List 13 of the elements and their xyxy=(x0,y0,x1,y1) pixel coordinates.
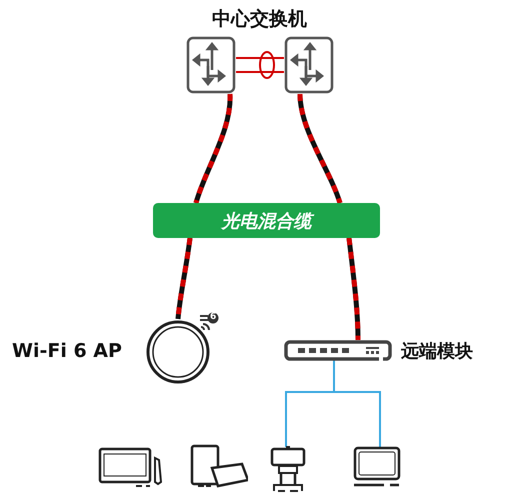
switch-icon xyxy=(186,36,236,94)
tablet-drawing xyxy=(98,446,162,488)
phone-tablet-drawing xyxy=(190,444,248,488)
switch-icon xyxy=(284,36,334,94)
camera-stand-drawing xyxy=(268,445,308,493)
access-point-icon xyxy=(145,319,211,385)
cable-band: 光电混合缆 xyxy=(153,203,380,238)
device-label: Wi-Fi 6 AP xyxy=(12,340,122,362)
device-label: 远端模块 xyxy=(401,340,473,363)
remote-module-icon xyxy=(284,340,392,361)
wifi-generation-number: 6 xyxy=(210,312,216,323)
monitor-drawing xyxy=(352,446,402,488)
title: 中心交换机 xyxy=(212,7,307,32)
